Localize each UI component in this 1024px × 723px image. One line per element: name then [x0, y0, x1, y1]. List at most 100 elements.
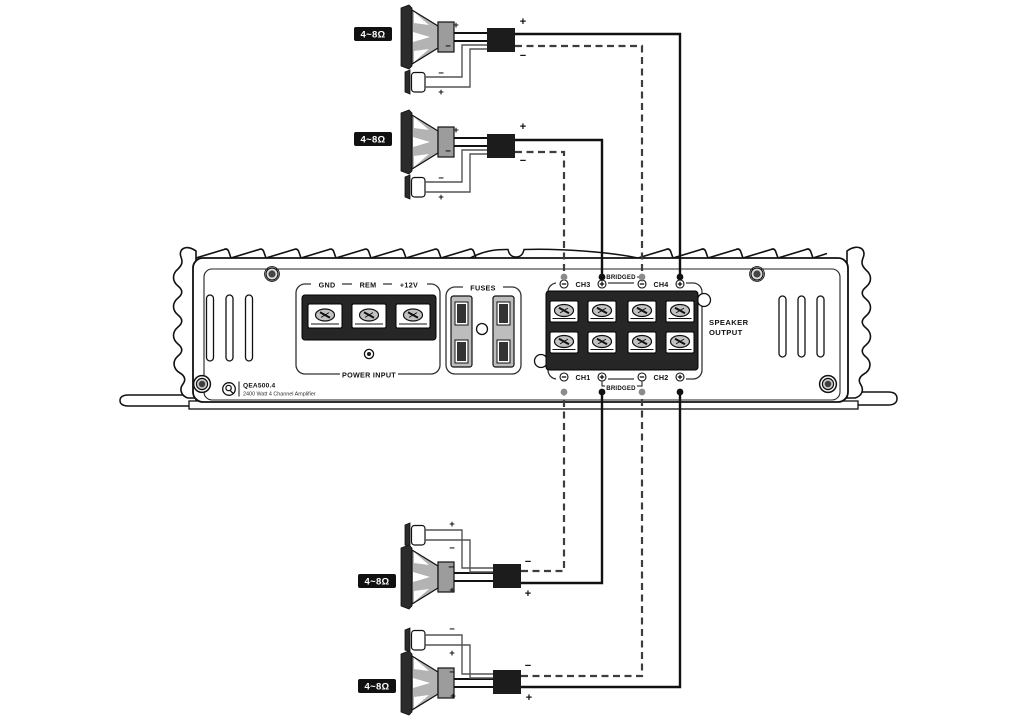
- wire-positive-ch2: [521, 394, 682, 689]
- woofer-leads: [454, 678, 493, 688]
- speaker-wires: [515, 32, 684, 689]
- wire-negative-ch4: [515, 44, 644, 275]
- terminal-dot-ch1-minus: [560, 388, 568, 396]
- tweeter-minus: −: [449, 624, 455, 635]
- fuse-holder: [492, 295, 515, 368]
- impedance-label: 4~8Ω: [365, 577, 390, 588]
- ch4-label: CH4: [654, 280, 669, 289]
- amp-tagline: 2400 Watt 4 Channel Amplifier: [243, 392, 316, 398]
- plus-terminal-icon: [597, 372, 607, 382]
- amp-model: QEA500.4: [243, 383, 276, 390]
- speaker-terminal: [550, 301, 578, 322]
- bridged-label-top: BRIDGED: [606, 274, 636, 281]
- output-plus: +: [520, 121, 526, 133]
- woofer-minus: −: [448, 562, 454, 573]
- impedance-label: 4~8Ω: [361, 30, 386, 41]
- tweeter-plus: +: [438, 87, 444, 98]
- screw-icon: [192, 374, 212, 394]
- wire-positive-ch4: [515, 32, 682, 275]
- tweeter-plus: +: [449, 519, 455, 530]
- gnd-terminal-label: GND: [319, 281, 336, 290]
- woofer-minus: −: [445, 146, 451, 157]
- bridged-label-bottom: BRIDGED: [606, 385, 636, 392]
- speaker-output-section: CH3 CH4 CH1 CH2 BRIDGED BRIDGED SPEAKER …: [533, 274, 748, 392]
- minus-terminal-icon: [637, 372, 647, 382]
- ch1-label: CH1: [576, 373, 591, 382]
- bridged-bracket-bottom: [601, 381, 643, 387]
- tweeter-leads: [425, 44, 487, 88]
- left-heatsink-profile: [172, 246, 197, 399]
- plus-terminal-icon: [675, 372, 685, 382]
- heatsink-fins-left: [195, 248, 477, 259]
- tweeter-minus: −: [438, 173, 444, 184]
- speaker-group-1: 4~8Ω + − − + + −: [354, 4, 526, 98]
- woofer-icon: [400, 109, 455, 175]
- crossover-block: [493, 670, 521, 694]
- speaker-group-2: 4~8Ω + − − + + −: [354, 109, 526, 203]
- tweeter-icon: [404, 174, 426, 200]
- wire-positive-ch3: [515, 138, 604, 275]
- screw-icon: [818, 374, 838, 394]
- screw-icon: [748, 266, 766, 282]
- woofer-leads: [454, 32, 487, 42]
- speaker-terminal: [628, 332, 656, 353]
- woofer-plus: +: [453, 20, 459, 31]
- left-mounting-foot: [119, 394, 197, 407]
- fuse-holder: [450, 295, 473, 368]
- speaker-terminal: [628, 301, 656, 322]
- crossover-block: [487, 28, 515, 52]
- woofer-leads: [454, 137, 487, 147]
- wire-negative-ch1: [521, 394, 566, 573]
- tweeter-leads: [425, 634, 493, 679]
- impedance-label: 4~8Ω: [361, 135, 386, 146]
- power-terminal: [352, 304, 386, 328]
- tweeter-plus: +: [449, 648, 455, 659]
- rem-terminal-label: REM: [360, 281, 377, 290]
- tweeter-icon: [404, 627, 426, 653]
- tweeter-leads: [425, 149, 487, 193]
- minus-terminal-icon: [559, 372, 569, 382]
- output-minus: −: [520, 155, 526, 167]
- power-led: [363, 348, 375, 360]
- tweeter-plus: +: [438, 192, 444, 203]
- terminal-dot-ch4-minus: [638, 273, 646, 281]
- amp-face-inset: [203, 268, 841, 401]
- woofer-leads: [454, 572, 493, 582]
- power-terminal: [308, 304, 342, 328]
- speaker-output-label-2: OUTPUT: [709, 328, 743, 337]
- ch2-label: CH2: [654, 373, 669, 382]
- plus-terminal-icon: [675, 279, 685, 289]
- speaker-terminal: [588, 332, 616, 353]
- impedance-badge: [354, 27, 392, 41]
- speaker-terminal: [666, 301, 694, 322]
- impedance-label: 4~8Ω: [365, 682, 390, 693]
- output-minus: −: [520, 50, 526, 62]
- top-cover-arc: [469, 248, 639, 259]
- terminal-dot-ch2-plus: [676, 388, 684, 396]
- impedance-badge: [354, 132, 392, 146]
- woofer-icon: [400, 4, 455, 70]
- heatsink-fins-right: [637, 248, 828, 259]
- terminal-dot-ch3-plus: [598, 273, 606, 281]
- speaker-terminal: [588, 301, 616, 322]
- tweeter-icon: [404, 522, 426, 548]
- mount-hole: [696, 292, 712, 308]
- minus-terminal-icon: [559, 279, 569, 289]
- woofer-minus: −: [445, 41, 451, 52]
- speaker-group-4: 4~8Ω − + − + − +: [358, 624, 532, 716]
- output-plus: +: [526, 692, 532, 704]
- woofer-plus: +: [450, 691, 456, 702]
- fuses-label: FUSES: [470, 284, 495, 293]
- amp-branding: QEA500.4 2400 Watt 4 Channel Amplifier: [222, 381, 316, 398]
- output-minus: −: [525, 556, 531, 568]
- vent-slots-left: [205, 294, 254, 362]
- tweeter-minus: −: [449, 543, 455, 554]
- woofer-plus: +: [449, 585, 455, 596]
- fuse-mount-hole: [475, 322, 489, 336]
- screw-icon: [264, 266, 280, 282]
- woofer-plus: +: [453, 125, 459, 136]
- terminal-dot-ch1-plus: [598, 388, 606, 396]
- impedance-badge: [358, 574, 396, 588]
